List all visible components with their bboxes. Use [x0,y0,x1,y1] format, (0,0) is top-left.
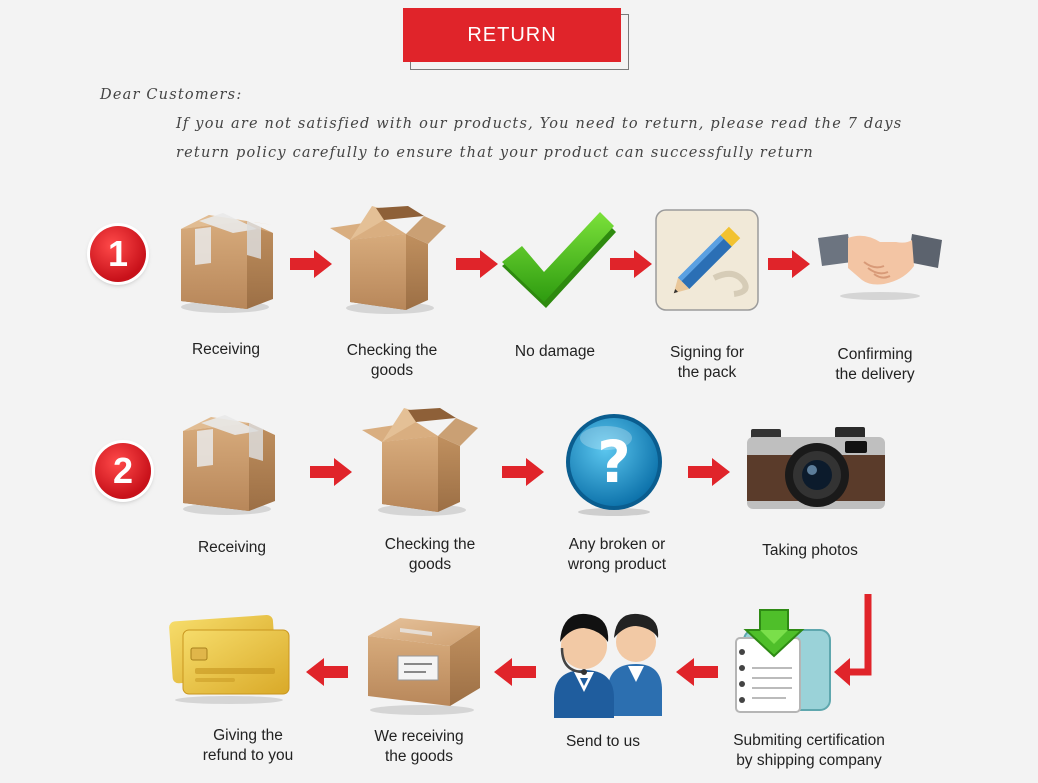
pencil-icon [655,209,759,311]
page-title: RETURN [403,8,621,62]
arrow-right-icon [456,250,498,278]
shipping-box-icon [368,618,480,715]
step-label: Checking the goods [346,342,438,379]
arrow-right-icon [688,458,730,486]
arrow-left-icon [494,658,536,686]
step-number-2: 2 [95,443,151,499]
credit-card-icon [169,614,290,704]
support-agents-icon [554,613,662,718]
step-label: Confirming the delivery [835,346,915,383]
checkmark-icon [502,212,616,308]
arrow-right-icon [610,250,652,278]
arrow-right-icon [310,458,352,486]
download-document-icon [735,609,831,713]
arrow-right-icon [768,250,810,278]
arrow-right-icon [502,458,544,486]
step-label: Any broken or wrong product [567,536,667,573]
step-label: Send to us [565,733,641,750]
step-label: Receiving [191,341,261,358]
step-number-1: 1 [90,226,146,282]
open-box-icon [362,408,478,516]
arrow-left-icon [676,658,718,686]
greeting-text: Dear Customers: [100,87,243,103]
arrow-down-left-icon [834,594,872,686]
step-label: Taking photos [762,542,858,559]
arrow-left-icon [306,658,348,686]
question-icon: ? [566,414,662,516]
camera-icon [747,427,885,509]
open-box-icon [330,206,446,314]
svg-text:?: ? [597,428,631,496]
step-label: Giving the refund to you [202,727,294,764]
step-label: Receiving [197,539,267,556]
intro-line-2: return policy carefully to ensure that y… [176,145,814,161]
step-label: We receiving the goods [374,728,464,765]
step-label: Signing for the pack [669,344,745,381]
handshake-icon [818,234,942,300]
taped-box-icon [181,213,273,313]
step-label: Submiting certification by shipping comp… [733,732,885,769]
step-label: No damage [514,343,596,360]
step-label: Checking the goods [384,536,476,573]
intro-line-1: If you are not satisfied with our produc… [176,116,903,132]
arrow-right-icon [290,250,332,278]
taped-box-icon [183,415,275,515]
